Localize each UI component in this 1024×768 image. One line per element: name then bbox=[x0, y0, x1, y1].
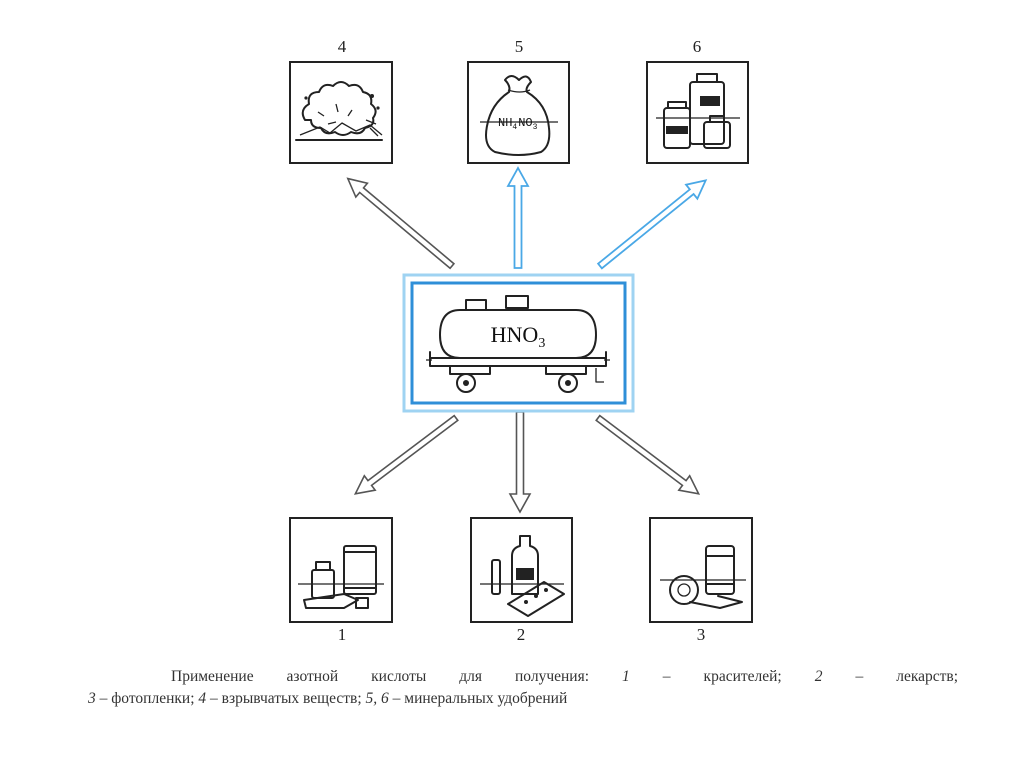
panel-frame bbox=[649, 517, 753, 623]
hno3-formula: HNO3 bbox=[491, 322, 546, 351]
center-hno3-tank: HNO3 bbox=[402, 273, 635, 413]
panel-3-photo-film: 3 bbox=[649, 517, 753, 644]
arrow-to-panel-3 bbox=[595, 414, 701, 495]
arrow-to-panel-1 bbox=[353, 414, 459, 495]
arrow-to-panel-6 bbox=[596, 179, 708, 270]
panel-number-1: 1 bbox=[338, 625, 347, 644]
center-frame-inner bbox=[410, 281, 627, 405]
dye-paint-tubes-icon bbox=[298, 545, 384, 609]
center-frame-outer bbox=[402, 273, 635, 413]
caption-line-1: Применение азотной кислоты для получения… bbox=[171, 668, 959, 685]
figure-caption: Применение азотной кислоты для получения… bbox=[88, 666, 958, 710]
panel-number-2: 2 bbox=[517, 625, 526, 644]
sack-label: NH4NO3 bbox=[498, 116, 538, 132]
panel-number-6: 6 bbox=[693, 37, 702, 56]
panel-6-fertilizer-jars: 6 bbox=[646, 37, 749, 164]
medicine-bottles-icon bbox=[480, 535, 565, 617]
arrow-to-panel-2 bbox=[508, 411, 532, 514]
panel-4-explosives: 4 bbox=[289, 37, 393, 164]
panel-frame bbox=[467, 61, 570, 164]
arrow-to-panel-4 bbox=[346, 177, 456, 270]
fertilizer-jars-icon bbox=[656, 73, 740, 149]
panel-frame bbox=[289, 61, 393, 164]
arrow-to-panel-5 bbox=[506, 166, 530, 269]
panel-number-5: 5 bbox=[515, 37, 524, 56]
explosion-icon bbox=[295, 81, 383, 141]
panel-number-3: 3 bbox=[697, 625, 706, 644]
caption-line-2: 3 – фотопленки; 4 – взрывчатых веществ; … bbox=[88, 690, 568, 707]
panel-number-4: 4 bbox=[338, 37, 347, 56]
tank-car-icon bbox=[426, 295, 610, 393]
photo-film-icon bbox=[660, 545, 746, 609]
panel-2-medicines: 2 bbox=[470, 517, 573, 644]
panel-5-fertilizer-sack: 5 NH4NO3 bbox=[467, 37, 570, 164]
panel-1-dyes: 1 bbox=[289, 517, 393, 644]
fertilizer-sack-icon: NH4NO3 bbox=[480, 75, 558, 156]
